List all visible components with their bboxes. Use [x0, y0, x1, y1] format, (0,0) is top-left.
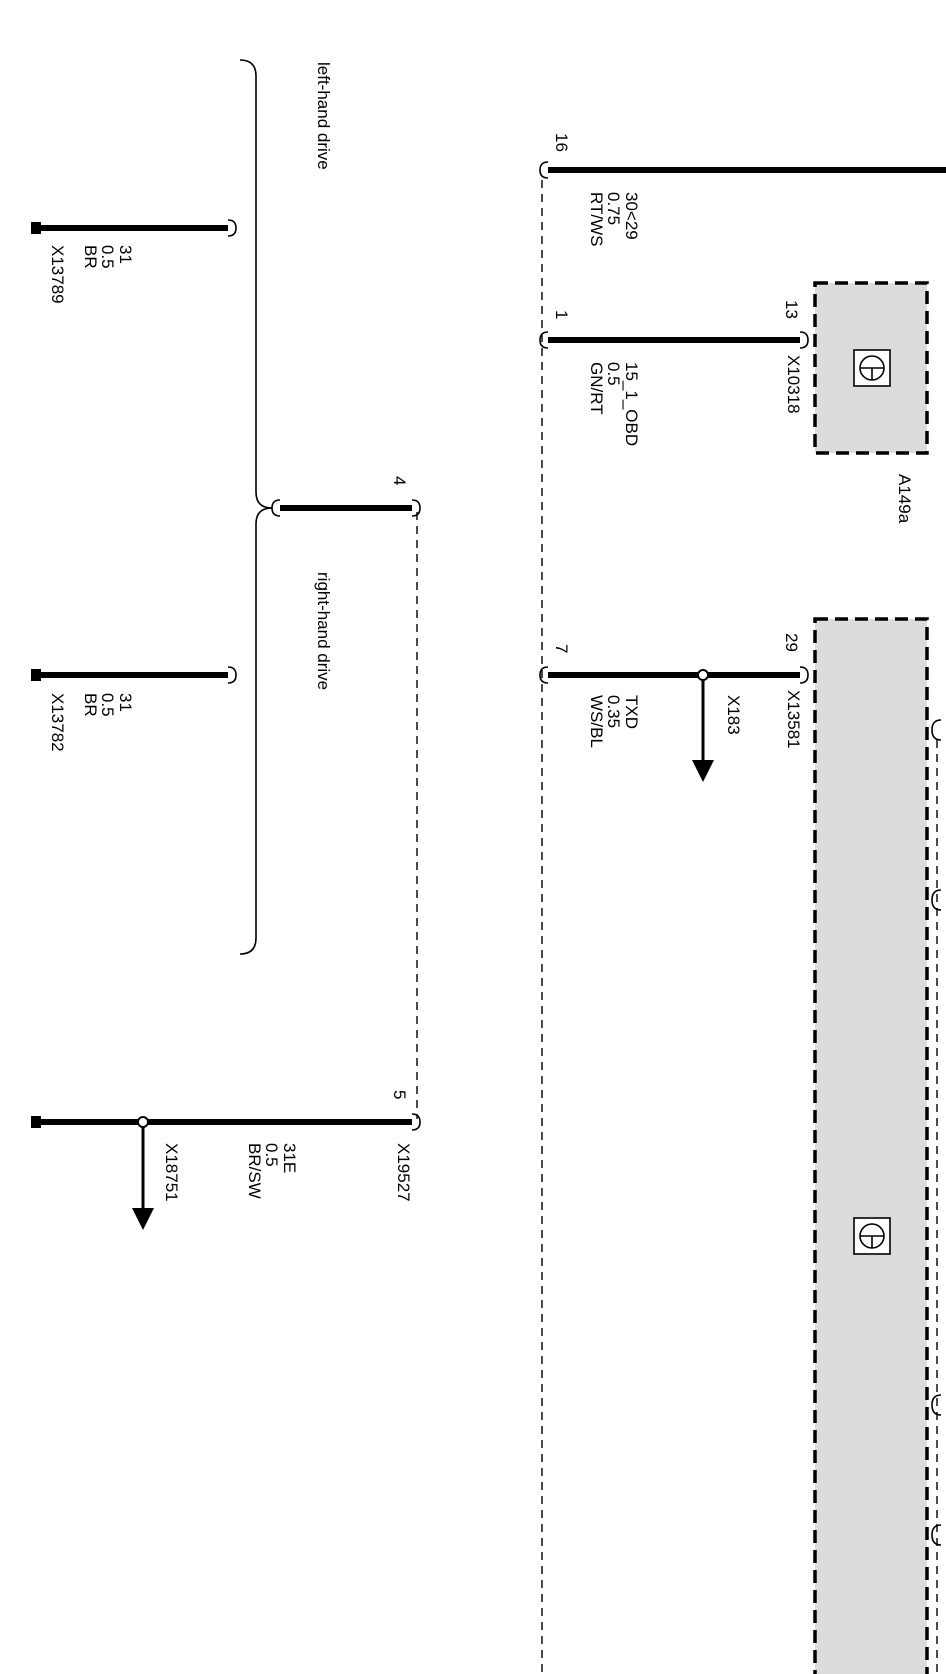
- ground-terminal-icon: [31, 669, 41, 681]
- wire-size: 0.5: [98, 693, 118, 717]
- electronic-component-icon: [853, 349, 891, 387]
- ground-terminal-icon: [31, 222, 41, 234]
- pin-label: 7: [552, 644, 571, 654]
- splice-point-icon: [137, 1116, 149, 1128]
- wire-end-hook-icon: [411, 499, 421, 517]
- connector-label: X10318: [784, 355, 803, 414]
- branch-connector-label: X18751: [162, 1143, 181, 1202]
- wire-size: 0.75: [604, 192, 624, 226]
- wire-end-hook-icon: [799, 666, 809, 684]
- ground-terminal-icon: [31, 1116, 41, 1128]
- pin-label: 1: [552, 310, 571, 320]
- wire-size: 0.35: [604, 695, 624, 729]
- connector-label: X19527: [394, 1143, 413, 1202]
- component-module-box[interactable]: [813, 617, 929, 1674]
- wire-size: 0.5: [262, 1143, 282, 1167]
- electronic-component-icon: [853, 1217, 891, 1255]
- pin-label: 16: [552, 133, 571, 152]
- brace-right-hand-drive: [239, 507, 273, 955]
- wire-size: 0.5: [98, 245, 118, 269]
- connector-label: X13581: [784, 690, 803, 749]
- brace-left-hand-drive: [239, 59, 273, 509]
- wire-end-hook-icon: [227, 666, 237, 684]
- splice-point-icon: [697, 669, 709, 681]
- wire-end-hook-icon: [539, 331, 549, 349]
- wire-end-hook-icon: [411, 1113, 421, 1131]
- pin-label: 13: [782, 300, 801, 319]
- brace-label-left-hand-drive: left-hand drive: [314, 62, 333, 170]
- wire-signal: 31E: [280, 1143, 300, 1174]
- wire-signal: TXD: [622, 695, 642, 729]
- wire-signal: 30<29: [622, 192, 642, 240]
- wire-color: RT/WS: [586, 192, 606, 247]
- ground-connector-label: X13789: [48, 245, 67, 304]
- wire-color: BR: [80, 245, 100, 269]
- wire-end-hook-icon: [539, 161, 549, 179]
- wire-size: 0.5: [604, 362, 624, 386]
- wire-end-hook-icon: [227, 219, 237, 237]
- component-code: A149a: [895, 474, 914, 524]
- wire-end-hook-icon: [799, 331, 809, 349]
- wire-color: BR/SW: [244, 1143, 264, 1199]
- pin-label: 5: [390, 1090, 409, 1100]
- brace-label-right-hand-drive: right-hand drive: [314, 572, 333, 691]
- wire-color: GN/RT: [586, 362, 606, 415]
- pin-label: 29: [782, 633, 801, 652]
- wire-signal: 15_1_OBD: [622, 362, 642, 447]
- wire-signal: 31: [116, 245, 136, 264]
- pin-label: 4: [390, 476, 409, 486]
- branch-arrow-icon: [692, 760, 714, 782]
- wire-signal: 31: [116, 693, 136, 712]
- branch-connector-label: X183: [724, 695, 743, 735]
- wire-color: WS/BL: [586, 695, 606, 748]
- wire-color: BR: [80, 693, 100, 717]
- wire-end-hook-icon: [271, 499, 281, 517]
- pin-hook-icon: [931, 719, 942, 741]
- wire-end-hook-icon: [539, 666, 549, 684]
- ground-connector-label: X13782: [48, 693, 67, 752]
- branch-arrow-icon: [132, 1208, 154, 1230]
